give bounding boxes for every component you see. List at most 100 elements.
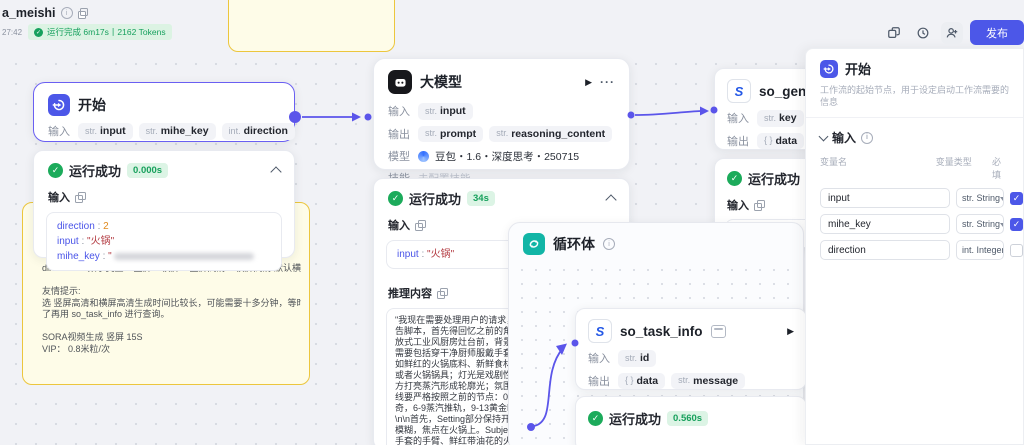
output-label: 输出: [727, 135, 749, 148]
output-label: 输出: [388, 128, 410, 141]
task-run-panel[interactable]: ✓ 运行成功 0.560s: [575, 396, 807, 445]
text-line: 友情提示:: [42, 286, 81, 296]
panel-column-headers: 变量名 变量类型 必填: [820, 157, 1001, 180]
collapse-chevron-icon[interactable]: [270, 166, 282, 178]
model-label: 模型: [388, 151, 410, 163]
copy-icon[interactable]: [415, 220, 426, 231]
param-pill: str.mihe_key: [138, 123, 216, 140]
param-pill: int.direction: [221, 123, 295, 140]
text-line: \n\n首先，Setting部分保持开放: [395, 414, 520, 424]
code-line: input : "火锅": [57, 236, 115, 247]
run-duration: 0.000s: [127, 163, 169, 178]
text-line: [42, 321, 301, 333]
model-name: 豆包・1.6・深度思考・250715: [435, 150, 580, 163]
task-input-params: str.id: [618, 350, 657, 367]
required-checkbox[interactable]: [1010, 243, 1023, 257]
input-label: 输入: [727, 113, 749, 126]
node-llm-title: 大模型: [420, 74, 462, 90]
start-params: str.input str.mihe_key int.direction: [78, 123, 295, 140]
variable-type-select[interactable]: str. String: [956, 188, 1004, 208]
share-icon[interactable]: [883, 22, 905, 44]
copy-icon[interactable]: [77, 8, 89, 19]
sora-plugin-icon: S: [588, 319, 612, 343]
code-line: direction : 2: [57, 221, 109, 232]
io-label: 输入: [48, 192, 70, 204]
param-pill: { }data: [618, 372, 666, 389]
text-line: 告脚本，首先得回忆之前的角色: [395, 326, 522, 336]
loop-icon: [523, 233, 545, 255]
run-duration: 0.560s: [667, 411, 709, 426]
code-line: mihe_key : ": [57, 249, 271, 264]
text-line: 线要严格按照之前的节点：0-3悬: [395, 392, 526, 402]
panel-description: 工作流的起始节点，用于设定启动工作流需要的信息: [806, 84, 1023, 118]
workflow-title: a_meishi: [2, 6, 56, 20]
run-node-icon[interactable]: ▶: [787, 325, 794, 336]
param-pill: str.prompt: [418, 125, 484, 142]
run-status-badge[interactable]: ✓ 运行完成 6m17s丨2162 Tokens: [28, 24, 172, 40]
variable-name-input[interactable]: [820, 188, 950, 208]
collapse-chevron-icon[interactable]: [605, 194, 617, 206]
more-menu-icon[interactable]: ···: [600, 75, 615, 89]
output-label: 输出: [588, 375, 610, 388]
text-line: 选 竖屏高清和横屏高清生成时间比较长，可能需要十多分钟，等时间到: [42, 297, 301, 308]
node-task-title: so_task_info: [620, 323, 703, 339]
variable-row: str. String ✓: [806, 185, 1023, 211]
text-line: VIP： 0.8米粒/次: [42, 343, 111, 354]
text-line: 放式工业风厨房灶台前，背景模: [395, 337, 522, 347]
model-provider-icon: [418, 150, 429, 162]
copy-icon[interactable]: [437, 288, 448, 299]
text-line: SORA视频生成 竖屏 15S: [42, 332, 143, 342]
panel-variable-rows: str. String ✓ str. String ✓ int. Integer: [806, 185, 1023, 263]
history-icon[interactable]: [912, 22, 934, 44]
param-pill: str.key: [757, 110, 804, 127]
publish-button[interactable]: 发布: [970, 20, 1024, 45]
inspector-panel[interactable]: 开始 工作流的起始节点，用于设定启动工作流需要的信息 输入 变量名 变量类型 必…: [805, 48, 1024, 445]
node-loop-title: 循环体: [553, 236, 595, 252]
text-line: "我现在需要处理用户的请求，用: [395, 315, 525, 325]
required-checkbox[interactable]: ✓: [1010, 191, 1023, 205]
input-label: 输入: [588, 353, 610, 366]
text-line: 了再用 so_task_info 进行查询。: [42, 309, 170, 319]
run-status: 运行成功: [409, 192, 462, 207]
param-pill: str.input: [78, 123, 133, 140]
note-text: direction： 数字类型 1 竖屏 2 横屏 3 竖屏高清 4 横屏高清 …: [42, 263, 301, 355]
run-node-icon[interactable]: ▶: [585, 76, 592, 87]
variable-row: str. String ✓: [806, 211, 1023, 237]
required-checkbox[interactable]: ✓: [1010, 217, 1023, 231]
panel-section-title: 输入: [832, 131, 857, 145]
code-line: input : "火锅": [397, 249, 455, 260]
param-pill: str.id: [618, 350, 657, 367]
chevron-down-icon[interactable]: [818, 131, 829, 142]
llm-icon: [388, 70, 412, 94]
text-line: 模糊，焦点在火锅上。Subjects: [395, 425, 520, 435]
copy-icon[interactable]: [75, 192, 86, 203]
collaborator-icon[interactable]: [941, 21, 963, 44]
param-pill: str.input: [418, 103, 473, 120]
text-line: 方打亮蒸汽形成轮廓光；氛围是: [395, 381, 522, 391]
variable-name-input[interactable]: [820, 240, 950, 260]
copy-icon[interactable]: [754, 200, 765, 211]
io-label: 输入: [727, 200, 749, 212]
node-start-title: 开始: [78, 97, 106, 113]
variable-type-select[interactable]: str. String: [956, 214, 1004, 234]
redacted-value: [113, 252, 254, 260]
panel-title: 开始: [845, 62, 872, 77]
info-icon: [60, 7, 73, 19]
run-duration: 34s: [467, 191, 495, 206]
text-line: 手套的手臂、鲜红带油花的火锅: [395, 436, 522, 445]
plugin-badge-icon: [710, 324, 726, 338]
info-icon: [861, 131, 874, 144]
io-label: 输入: [388, 220, 410, 232]
sticky-note-top[interactable]: [228, 0, 395, 52]
success-check-icon: ✓: [388, 191, 403, 206]
variable-type-select[interactable]: int. Integer: [956, 240, 1004, 260]
run-status: 运行成功: [609, 412, 662, 427]
variable-name-input[interactable]: [820, 214, 950, 234]
reasoning-label: 推理内容: [388, 288, 432, 300]
start-icon: [48, 94, 70, 116]
